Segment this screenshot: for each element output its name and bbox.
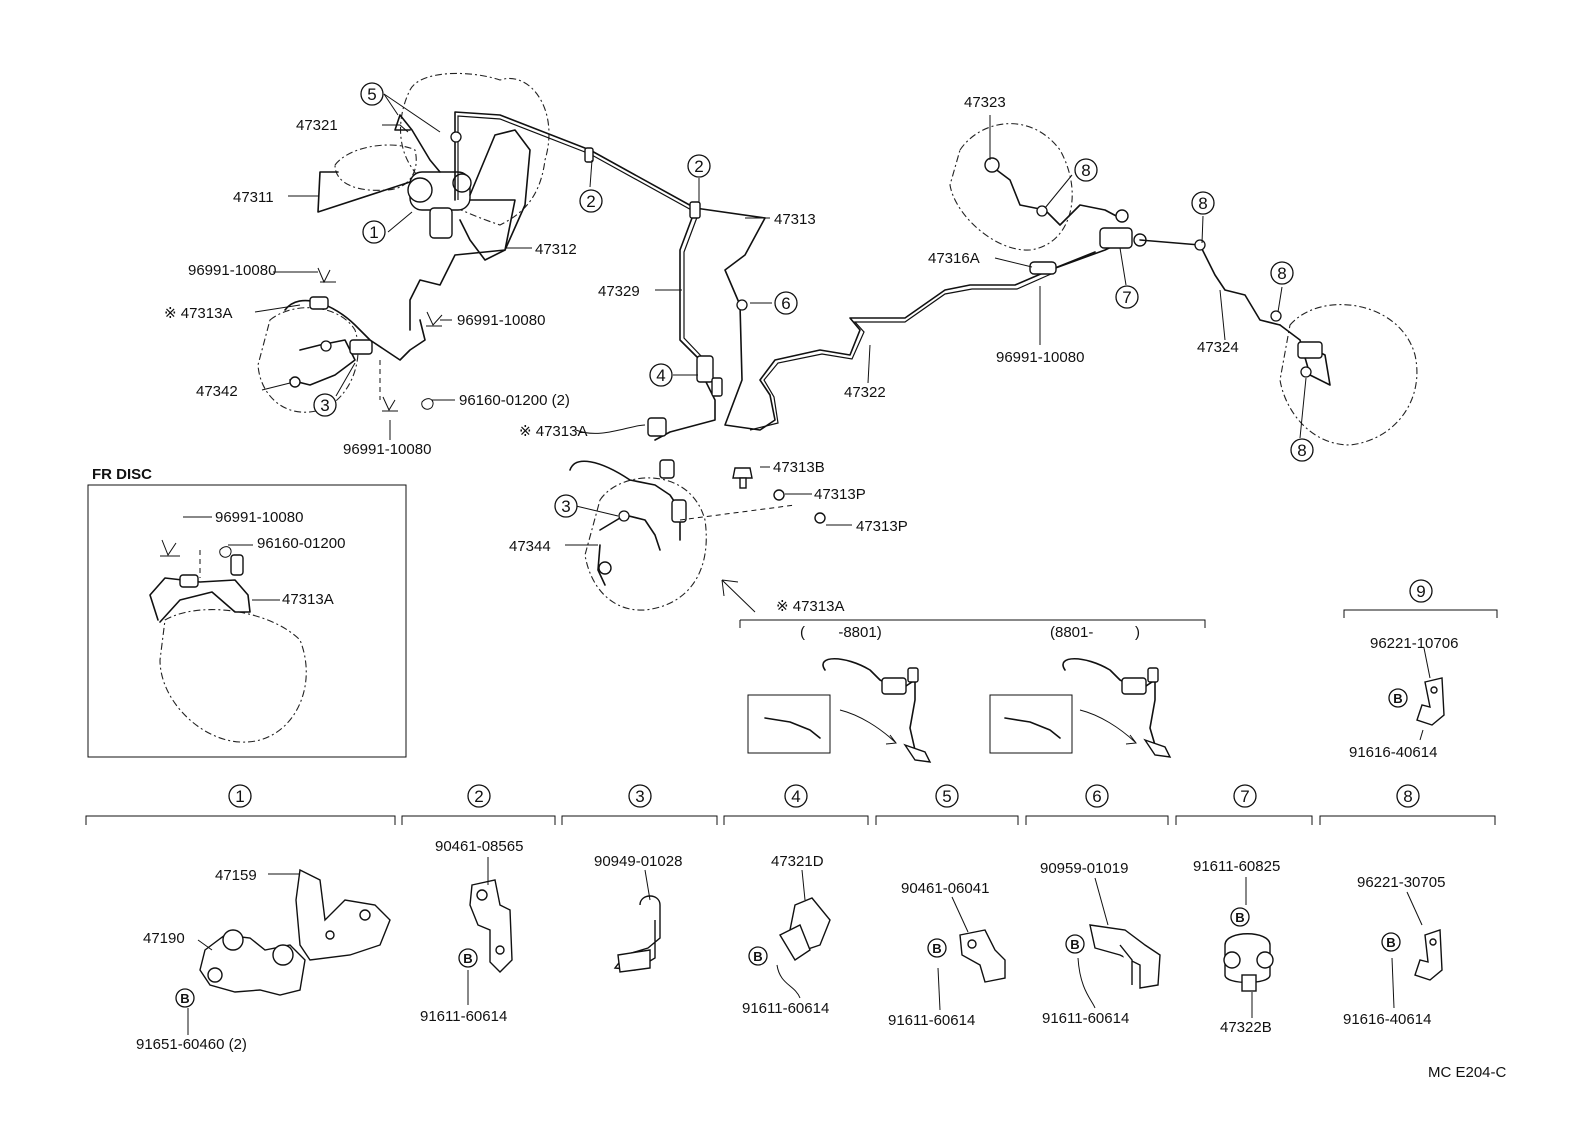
detail-groups xyxy=(85,609,1498,996)
label-47313A-a: ※ 47313A xyxy=(164,305,232,322)
bolt-marker-g6: B xyxy=(1070,937,1079,952)
label-47316A: 47316A xyxy=(928,250,980,267)
group-4-header: 4 xyxy=(791,787,800,806)
fr-disc-inset xyxy=(87,484,407,758)
bolt-marker-g9: B xyxy=(1393,691,1402,706)
g2-label-90461: 90461-08565 xyxy=(435,838,523,855)
leader-lines xyxy=(183,93,1431,1035)
label-47323: 47323 xyxy=(964,94,1006,111)
part-labels: 47321 47311 47312 47313 47329 47322 4732… xyxy=(92,94,1507,1081)
fr-label-47313A: 47313A xyxy=(282,591,334,608)
bolt-marker-g4: B xyxy=(753,949,762,964)
g3-label-90949: 90949-01028 xyxy=(594,853,682,870)
g8-label-96221: 96221-30705 xyxy=(1357,874,1445,891)
g9-label-91616: 91616-40614 xyxy=(1349,744,1437,761)
g9-label-96221: 96221-10706 xyxy=(1370,635,1458,652)
label-96991-a: 96991-10080 xyxy=(188,262,276,279)
callout-1-a: 1 xyxy=(369,223,378,242)
label-47313P-b: 47313P xyxy=(856,518,908,535)
callout-3-a: 3 xyxy=(320,396,329,415)
label-96160: 96160-01200 (2) xyxy=(459,392,570,409)
label-47313: 47313 xyxy=(774,211,816,228)
label-47311: 47311 xyxy=(233,189,274,206)
g7-label-47322B: 47322B xyxy=(1220,1019,1272,1036)
range-left: ( -8801) xyxy=(800,624,882,641)
fr-label-96160: 96160-01200 xyxy=(257,535,345,552)
group-6-header: 6 xyxy=(1092,787,1101,806)
callout-8-a: 8 xyxy=(1081,161,1090,180)
rear-right-wheel xyxy=(1279,304,1418,446)
g2-label-91611: 91611-60614 xyxy=(420,1008,507,1025)
label-47313B: 47313B xyxy=(773,459,825,476)
g1-label-47190: 47190 xyxy=(143,930,185,947)
g4-label-91611: 91611-60614 xyxy=(742,1000,829,1017)
label-47324: 47324 xyxy=(1197,339,1239,356)
label-47329: 47329 xyxy=(598,283,640,300)
callout-2-b: 2 xyxy=(694,157,703,176)
callout-2-a: 2 xyxy=(586,192,595,211)
group-1-header: 1 xyxy=(235,787,244,806)
label-47321: 47321 xyxy=(296,117,338,134)
fr-label-96991: 96991-10080 xyxy=(215,509,303,526)
front-left-wheel xyxy=(257,267,443,413)
group-3-header: 3 xyxy=(635,787,644,806)
callout-8-c: 8 xyxy=(1277,264,1286,283)
callout-5-a: 5 xyxy=(367,85,376,104)
rear-left-wheel xyxy=(949,123,1282,326)
rear-brake-lines xyxy=(584,147,1131,441)
fr-disc-title: FR DISC xyxy=(92,466,152,483)
group-8-header: 8 xyxy=(1403,787,1412,806)
group-2-header: 2 xyxy=(474,787,483,806)
label-47322: 47322 xyxy=(844,384,886,401)
callout-6-a: 6 xyxy=(781,294,790,313)
g1-label-47159: 47159 xyxy=(215,867,257,884)
label-47342: 47342 xyxy=(196,383,238,400)
callouts: 5 1 2 2 6 4 3 3 8 8 8 8 7 1 2 3 4 5 xyxy=(175,82,1433,1008)
g8-label-91616: 91616-40614 xyxy=(1343,1011,1431,1028)
hose-variants xyxy=(739,619,1206,763)
g4-label-47321D: 47321D xyxy=(771,853,824,870)
g5-label-91611: 91611-60614 xyxy=(888,1012,975,1029)
diagram-code: MC E204-C xyxy=(1428,1064,1507,1081)
label-47313P-a: 47313P xyxy=(814,486,866,503)
g1-label-91651: 91651-60460 (2) xyxy=(136,1036,247,1053)
group-5-header: 5 xyxy=(942,787,951,806)
g6-label-91611: 91611-60614 xyxy=(1042,1010,1129,1027)
callout-3-b: 3 xyxy=(561,497,570,516)
group-9-header: 9 xyxy=(1416,582,1425,601)
callout-8-b: 8 xyxy=(1198,194,1207,213)
front-right-wheel xyxy=(569,417,826,613)
label-47313A-c: ※ 47313A xyxy=(776,598,844,615)
callout-8-d: 8 xyxy=(1297,441,1306,460)
group-7-header: 7 xyxy=(1240,787,1249,806)
bolt-marker-g1: B xyxy=(180,991,189,1006)
g6-label-90959: 90959-01019 xyxy=(1040,860,1128,877)
callout-4-a: 4 xyxy=(656,366,665,385)
master-cylinder-area xyxy=(317,72,766,331)
label-47313A-b: ※ 47313A xyxy=(519,423,587,440)
label-96991-c: 96991-10080 xyxy=(343,441,431,458)
bolt-marker-g8: B xyxy=(1386,935,1395,950)
label-47312: 47312 xyxy=(535,241,577,258)
bolt-marker-g7: B xyxy=(1235,910,1244,925)
label-47344: 47344 xyxy=(509,538,551,555)
bolt-marker-g5: B xyxy=(932,941,941,956)
range-right: (8801- ) xyxy=(1050,624,1140,641)
g5-label-90461: 90461-06041 xyxy=(901,880,989,897)
g7-label-91611: 91611-60825 xyxy=(1193,858,1280,875)
bolt-marker-g2: B xyxy=(463,951,472,966)
label-96991-b: 96991-10080 xyxy=(457,312,545,329)
label-96991-d: 96991-10080 xyxy=(996,349,1084,366)
callout-7-a: 7 xyxy=(1122,288,1131,307)
